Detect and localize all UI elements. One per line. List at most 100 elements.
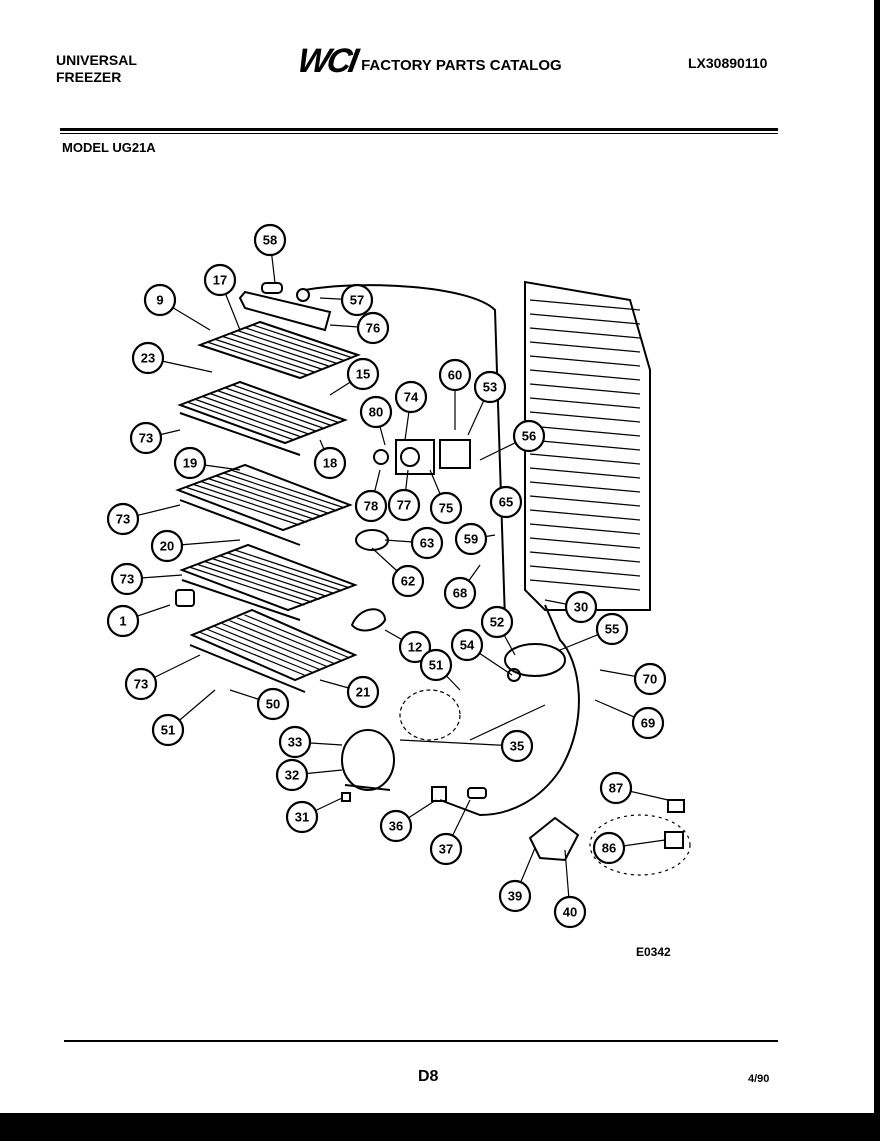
evaporator-coil bbox=[524, 280, 651, 611]
callout-77: 77 bbox=[387, 469, 421, 522]
callout-69: 69 bbox=[594, 699, 665, 740]
callout-circle bbox=[633, 662, 667, 696]
timer-plate bbox=[395, 439, 435, 475]
callout-40: 40 bbox=[553, 849, 587, 929]
overload bbox=[467, 787, 487, 799]
callout-circle bbox=[285, 800, 319, 834]
callout-number: 51 bbox=[161, 723, 175, 738]
shelf-wire bbox=[244, 614, 350, 659]
callout-circle bbox=[340, 283, 374, 317]
coil-tube bbox=[529, 565, 641, 577]
refrigerant-tube bbox=[304, 284, 506, 621]
shelf-wire bbox=[209, 392, 318, 433]
callout-number: 40 bbox=[563, 905, 577, 920]
callout-56: 56 bbox=[479, 419, 546, 461]
shelf-wires bbox=[185, 324, 353, 676]
callout-number: 57 bbox=[350, 293, 364, 308]
callout-number: 73 bbox=[139, 431, 153, 446]
callout-circle bbox=[450, 628, 484, 662]
callout-number: 56 bbox=[522, 429, 536, 444]
shelf-wire bbox=[196, 563, 313, 603]
callout-circle bbox=[512, 419, 546, 453]
callout-circle bbox=[151, 713, 185, 747]
coil-tube bbox=[529, 509, 641, 521]
callout-number: 69 bbox=[641, 716, 655, 731]
coil-tube bbox=[529, 369, 641, 381]
callout-circle bbox=[106, 604, 140, 638]
callout-circle bbox=[599, 771, 633, 805]
shelf-wire bbox=[194, 398, 303, 438]
callout-number: 78 bbox=[364, 499, 378, 514]
callout-circle bbox=[498, 879, 532, 913]
callout-number: 51 bbox=[429, 658, 443, 673]
coil-tube bbox=[529, 495, 641, 507]
callout-circle bbox=[473, 370, 507, 404]
callout-62: 62 bbox=[371, 547, 425, 598]
callout-54: 54 bbox=[450, 628, 513, 676]
shelf-wire bbox=[252, 324, 353, 359]
coil-tube bbox=[529, 537, 641, 549]
callout-number: 32 bbox=[285, 768, 299, 783]
revision-date: 4/90 bbox=[748, 1073, 770, 1085]
callout-circle bbox=[275, 758, 309, 792]
callout-36: 36 bbox=[379, 799, 437, 843]
thermostat-bulb bbox=[261, 282, 283, 294]
callout-9: 9 bbox=[143, 283, 211, 331]
callout-33: 33 bbox=[278, 725, 343, 759]
callout-32: 32 bbox=[275, 758, 343, 792]
callout-circle bbox=[592, 831, 626, 865]
shelf-wire bbox=[204, 560, 320, 600]
callout-circle bbox=[419, 648, 453, 682]
callout-73: 73 bbox=[106, 502, 181, 536]
shelf-wire bbox=[199, 631, 305, 676]
header-rule-thick bbox=[60, 128, 778, 131]
callout-37: 37 bbox=[429, 799, 471, 866]
callout-number: 21 bbox=[356, 685, 370, 700]
callout-70: 70 bbox=[599, 662, 667, 696]
callout-circle bbox=[131, 341, 165, 375]
callout-number: 1 bbox=[119, 614, 126, 629]
brand-line-1: UNIVERSAL bbox=[56, 52, 137, 68]
shelf-wire bbox=[237, 330, 338, 365]
callout-12: 12 bbox=[384, 629, 432, 664]
callout-51: 51 bbox=[151, 689, 216, 747]
coil-tube bbox=[529, 579, 641, 591]
callout-75: 75 bbox=[429, 469, 463, 525]
shelf-wire bbox=[226, 552, 343, 592]
coil-tube bbox=[529, 453, 641, 465]
callout-circle bbox=[313, 446, 347, 480]
shelf-wire bbox=[221, 622, 328, 668]
cord-group bbox=[589, 814, 691, 876]
drawing-code: E0342 bbox=[636, 945, 671, 959]
shelf-wire bbox=[222, 335, 323, 370]
suction-line bbox=[469, 704, 546, 741]
callout-60: 60 bbox=[438, 358, 472, 430]
callout-circle bbox=[346, 675, 380, 709]
callout-number: 70 bbox=[643, 672, 657, 687]
callout-1: 1 bbox=[106, 604, 171, 638]
shelf-wire bbox=[222, 472, 338, 512]
callout-circle bbox=[387, 488, 421, 522]
coil-tube bbox=[529, 481, 641, 493]
callout-30: 30 bbox=[544, 590, 598, 624]
callout-number: 77 bbox=[397, 498, 411, 513]
callout-circle bbox=[595, 612, 629, 646]
shelf-wire bbox=[187, 401, 295, 441]
callout-circle bbox=[346, 357, 380, 391]
coil-tube bbox=[529, 383, 641, 395]
callout-number: 80 bbox=[369, 405, 383, 420]
shelf-wire bbox=[206, 628, 313, 673]
coil-tube bbox=[529, 425, 641, 437]
condenser-outline bbox=[399, 689, 461, 741]
shelf-wire bbox=[192, 483, 308, 523]
callout-circle bbox=[124, 667, 158, 701]
coil-tube bbox=[529, 551, 641, 563]
callout-circle bbox=[438, 358, 472, 392]
shelf-wire bbox=[232, 384, 340, 424]
shelf-wire bbox=[202, 395, 310, 435]
callout-21: 21 bbox=[319, 675, 380, 709]
callout-number: 12 bbox=[408, 640, 422, 655]
callout-number: 65 bbox=[499, 495, 513, 510]
callout-20: 20 bbox=[150, 529, 241, 563]
